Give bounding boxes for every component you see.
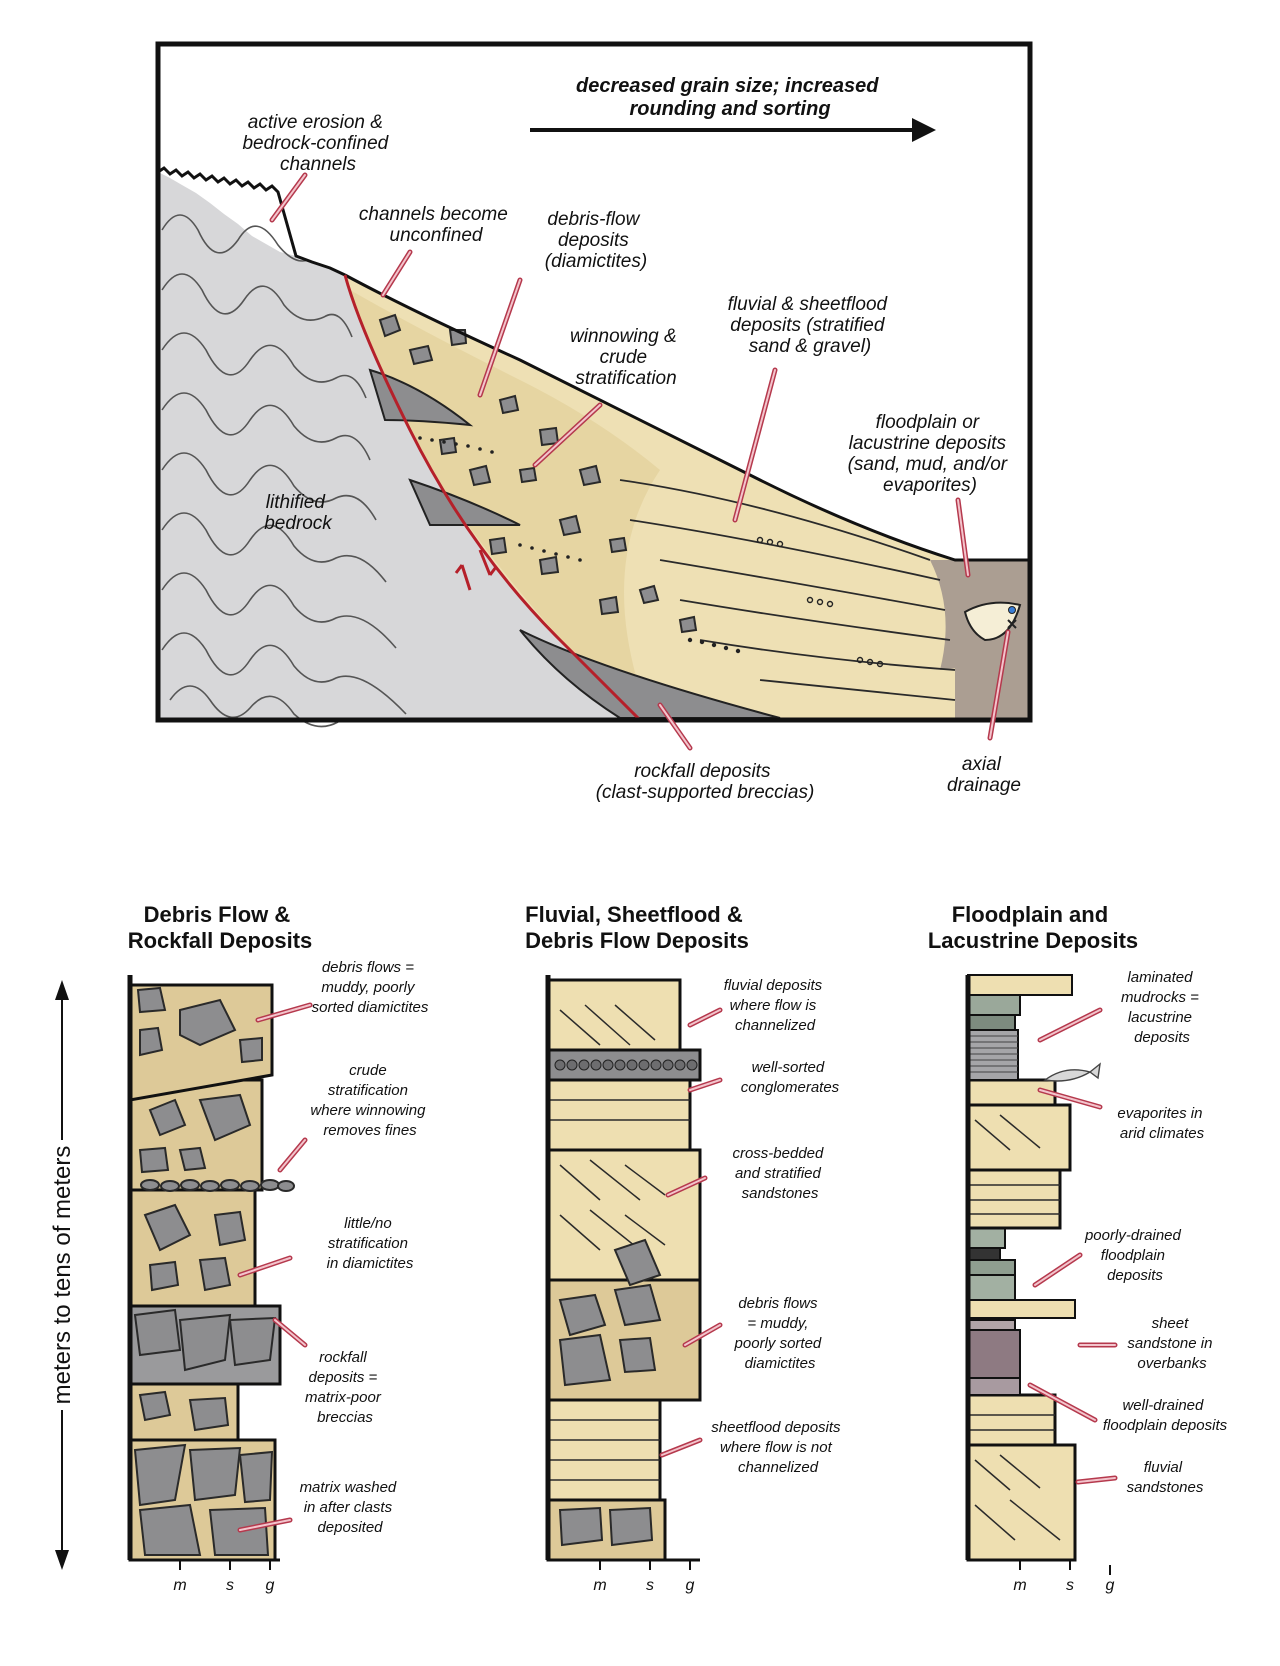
svg-text:s: s bbox=[646, 1577, 654, 1594]
svg-text:cross-bedded and strat: cross-bedded and stratified sandstones bbox=[732, 1145, 827, 1202]
svg-text:sheetflood deposits wh: sheetflood deposits where flow is not ch… bbox=[711, 1419, 844, 1476]
column-1: m s g debris flows = muddy, poorly sorte… bbox=[127, 959, 429, 1594]
svg-text:s: s bbox=[226, 1577, 234, 1594]
column-titles: Debris Flow & Rockfall Deposits Fluvial,… bbox=[128, 902, 1138, 953]
column-2: m s g fluvial deposits where flow is cha… bbox=[545, 975, 844, 1594]
svg-text:crude stratification: crude stratification where winnowing rem… bbox=[310, 1062, 429, 1139]
cross-section-frame bbox=[155, 41, 1033, 723]
column-1-labels: debris flows = muddy, poorly sorted diam… bbox=[300, 959, 429, 1536]
fish-fossil-icon bbox=[1043, 1062, 1101, 1082]
column-1-title: Debris Flow & Rockfall Deposits bbox=[128, 902, 313, 953]
svg-text:m: m bbox=[593, 1577, 606, 1594]
svg-text:g: g bbox=[1106, 1577, 1115, 1594]
svg-text:poorly-drained floodpl: poorly-drained floodplain deposits bbox=[1084, 1227, 1185, 1284]
svg-text:well-sorted conglomera: well-sorted conglomerates bbox=[741, 1059, 840, 1096]
svg-text:well-drained floodplai: well-drained floodplain deposits bbox=[1103, 1397, 1228, 1434]
fault-arrows bbox=[454, 549, 498, 591]
label-rockfall: rockfall deposits (clast-supported brecc… bbox=[596, 761, 815, 803]
fault-line bbox=[343, 274, 642, 722]
svg-text:fluvial deposits where: fluvial deposits where flow is channeliz… bbox=[724, 977, 827, 1034]
label-axial: axial drainage bbox=[947, 754, 1021, 796]
scale-label: meters to tens of meters bbox=[49, 1146, 76, 1405]
svg-text:debris flows = muddy,: debris flows = muddy, poorly sorted diam… bbox=[734, 1295, 826, 1372]
svg-text:rockfall deposits =: rockfall deposits = matrix-poor breccias bbox=[305, 1349, 385, 1426]
column-1-gravel bbox=[140, 1179, 295, 1192]
label-fluvial: fluvial & sheetflood deposits (stratifie… bbox=[728, 294, 893, 357]
svg-text:g: g bbox=[686, 1577, 695, 1594]
svg-text:little/no stratificati: little/no stratification in diamictites bbox=[327, 1215, 414, 1272]
svg-text:evaporites in arid cli: evaporites in arid climates bbox=[1117, 1105, 1206, 1142]
label-pointers bbox=[269, 172, 1011, 751]
label-grain-trend: decreased grain size; increased rounding… bbox=[576, 75, 884, 120]
column-2-labels: fluvial deposits where flow is channeliz… bbox=[711, 977, 844, 1476]
svg-text:laminated mudrocks =: laminated mudrocks = lacustrine deposits bbox=[1121, 969, 1203, 1046]
grain-trend-arrow bbox=[912, 118, 936, 142]
column-3-title: Floodplain and Lacustrine Deposits bbox=[928, 902, 1138, 953]
label-active-erosion: active erosion & bedrock-confined channe… bbox=[242, 112, 393, 175]
svg-text:matrix washed in after: matrix washed in after clasts deposited bbox=[300, 1479, 401, 1536]
cross-section-panel: decreased grain size; increased rounding… bbox=[155, 41, 1033, 803]
column-3-axis: m s g bbox=[968, 1558, 1115, 1594]
label-debris-flow: debris-flow deposits (diamictites) bbox=[545, 209, 647, 272]
label-winnowing: winnowing & crude stratification bbox=[570, 326, 682, 389]
svg-text:g: g bbox=[266, 1577, 275, 1594]
column-3-labels: laminated mudrocks = lacustrine deposits… bbox=[1084, 969, 1228, 1496]
sheetflood-layers bbox=[619, 479, 956, 701]
bedrock-surface bbox=[157, 166, 346, 277]
breccia-wedges bbox=[368, 368, 781, 719]
bedrock-folds bbox=[161, 214, 407, 728]
label-floodplain: floodplain or lacustrine deposits (sand,… bbox=[848, 412, 1013, 496]
column-1-axis: m s g bbox=[130, 1558, 280, 1594]
svg-text:m: m bbox=[173, 1577, 186, 1594]
column-2-title: Fluvial, Sheetflood & Debris Flow Deposi… bbox=[525, 902, 749, 953]
svg-text:debris flows = muddy,: debris flows = muddy, poorly sorted diam… bbox=[312, 959, 429, 1016]
column-2-axis: m s g bbox=[548, 1558, 700, 1594]
top-labels: decreased grain size; increased rounding… bbox=[242, 75, 1021, 803]
scale-bar: meters to tens of meters bbox=[48, 980, 76, 1570]
debris-clasts bbox=[378, 313, 698, 634]
svg-text:sheet sandstone in: sheet sandstone in overbanks bbox=[1127, 1315, 1216, 1372]
label-unconfined: channels become unconfined bbox=[359, 204, 513, 246]
column-1-clasts bbox=[133, 986, 277, 1556]
svg-text:m: m bbox=[1013, 1577, 1026, 1594]
svg-text:s: s bbox=[1066, 1577, 1074, 1594]
bedrock-body bbox=[158, 172, 640, 720]
label-bedrock: lithified bedrock bbox=[264, 492, 333, 534]
svg-text:fluvial sandstones: fluvial sandstones bbox=[1127, 1459, 1204, 1496]
column-3: m s g laminated mudrocks = lacustrine de… bbox=[965, 969, 1228, 1594]
